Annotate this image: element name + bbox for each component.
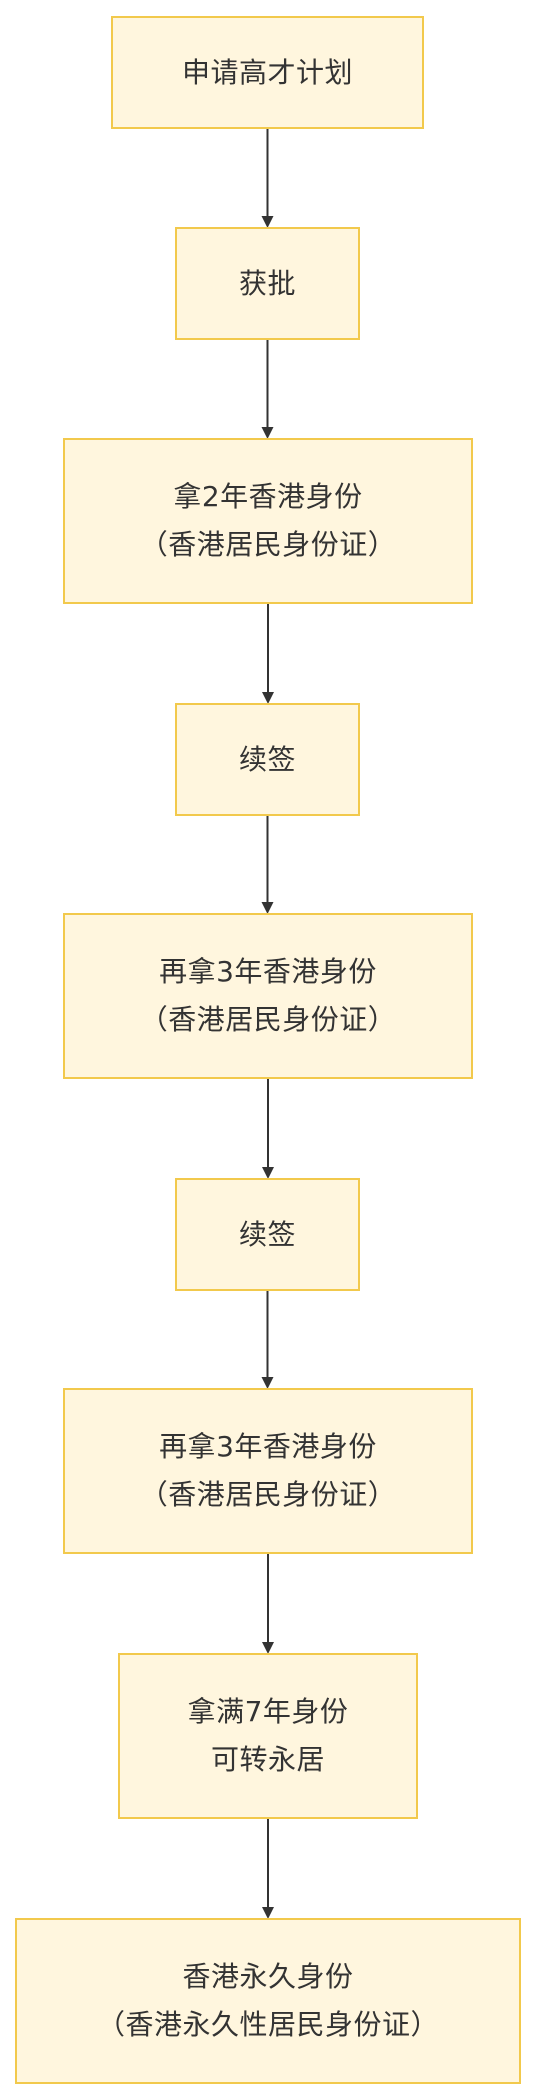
node-label: 获批	[238, 266, 296, 300]
node-permanent-resident: 香港永久身份 （香港永久性居民身份证）	[15, 1918, 521, 2084]
node-label: 香港永久身份	[182, 1960, 354, 1993]
node-label: 拿2年香港身份	[173, 480, 363, 513]
node-label: 续签	[238, 742, 296, 776]
node-label: 拿满7年身份	[187, 1695, 349, 1728]
node-sublabel: 可转永居	[210, 1743, 325, 1776]
node-two-year-status: 拿2年香港身份 （香港居民身份证）	[63, 438, 473, 604]
node-seven-years-eligible: 拿满7年身份 可转永居	[118, 1653, 418, 1819]
node-apply-talent-scheme: 申请高才计划	[111, 16, 424, 129]
node-label: 续签	[238, 1217, 296, 1251]
node-sublabel: （香港居民身份证）	[139, 1003, 397, 1036]
node-label: 再拿3年香港身份	[159, 1430, 377, 1463]
node-sublabel: （香港永久性居民身份证）	[96, 2008, 439, 2041]
node-three-year-status-2: 再拿3年香港身份 （香港居民身份证）	[63, 1388, 473, 1554]
node-label: 申请高才计划	[181, 55, 353, 89]
node-sublabel: （香港居民身份证）	[139, 1478, 397, 1511]
node-three-year-status-1: 再拿3年香港身份 （香港居民身份证）	[63, 913, 473, 1079]
node-renewal-1: 续签	[175, 703, 360, 816]
node-renewal-2: 续签	[175, 1178, 360, 1291]
node-approved: 获批	[175, 227, 360, 340]
node-sublabel: （香港居民身份证）	[139, 528, 397, 561]
node-label: 再拿3年香港身份	[159, 955, 377, 988]
